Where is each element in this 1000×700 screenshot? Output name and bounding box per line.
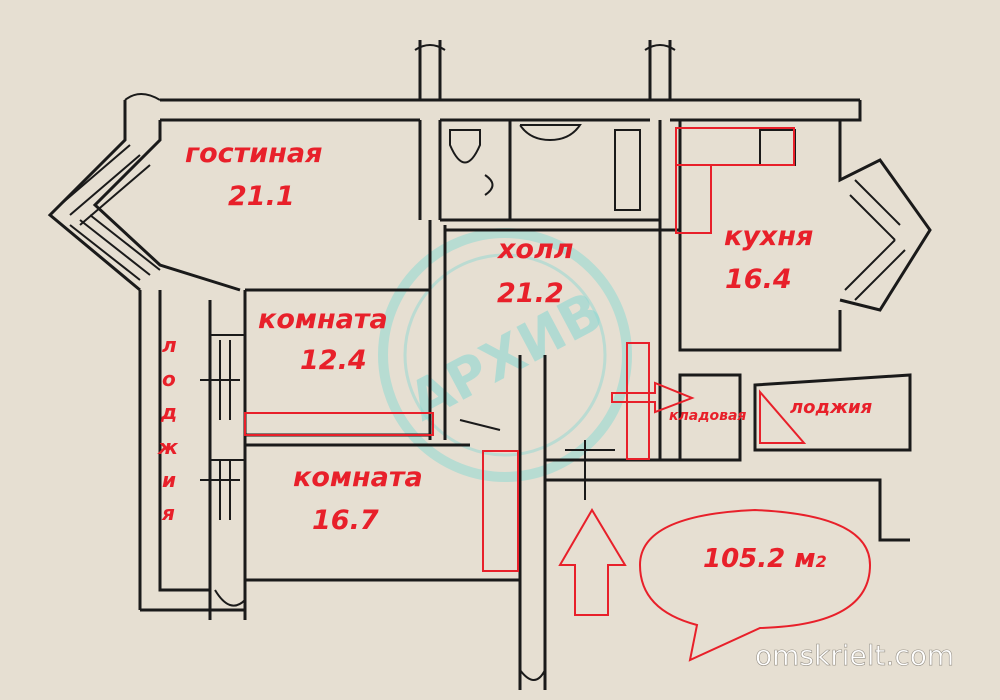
room-2-area: 16.7 xyxy=(312,505,379,536)
room-1-area: 12.4 xyxy=(300,345,367,376)
svg-text:о: о xyxy=(162,367,176,391)
room-1-label: комната xyxy=(258,304,388,335)
kitchen-area: 16.4 xyxy=(725,264,792,295)
svg-text:ж: ж xyxy=(157,435,179,459)
svg-text:л: л xyxy=(162,333,177,357)
left-loggia-label: л о д ж и я xyxy=(157,333,179,525)
kitchen-label: кухня xyxy=(724,221,813,252)
archive-stamp: АРХИВ xyxy=(378,228,632,482)
total-area: 105.2 м2 xyxy=(703,544,827,574)
hall-label: холл xyxy=(496,234,574,265)
pantry-label: кладовая xyxy=(669,408,746,424)
svg-text:я: я xyxy=(161,501,175,525)
watermark: omskrielt.com xyxy=(755,639,954,672)
living-room-label: гостиная xyxy=(185,138,322,169)
red-annotations xyxy=(244,127,872,662)
right-loggia-label: лоджия xyxy=(790,397,873,418)
area-callout-bubble xyxy=(638,508,872,662)
living-room-area: 21.1 xyxy=(228,181,295,212)
svg-text:д: д xyxy=(160,400,177,424)
walls xyxy=(47,40,932,690)
svg-text:и: и xyxy=(162,468,176,492)
pantry-arrow-icon xyxy=(611,381,695,414)
entrance-arrow-icon xyxy=(558,508,627,616)
room-2-label: комната xyxy=(293,462,423,493)
hall-area: 21.2 xyxy=(497,278,564,309)
